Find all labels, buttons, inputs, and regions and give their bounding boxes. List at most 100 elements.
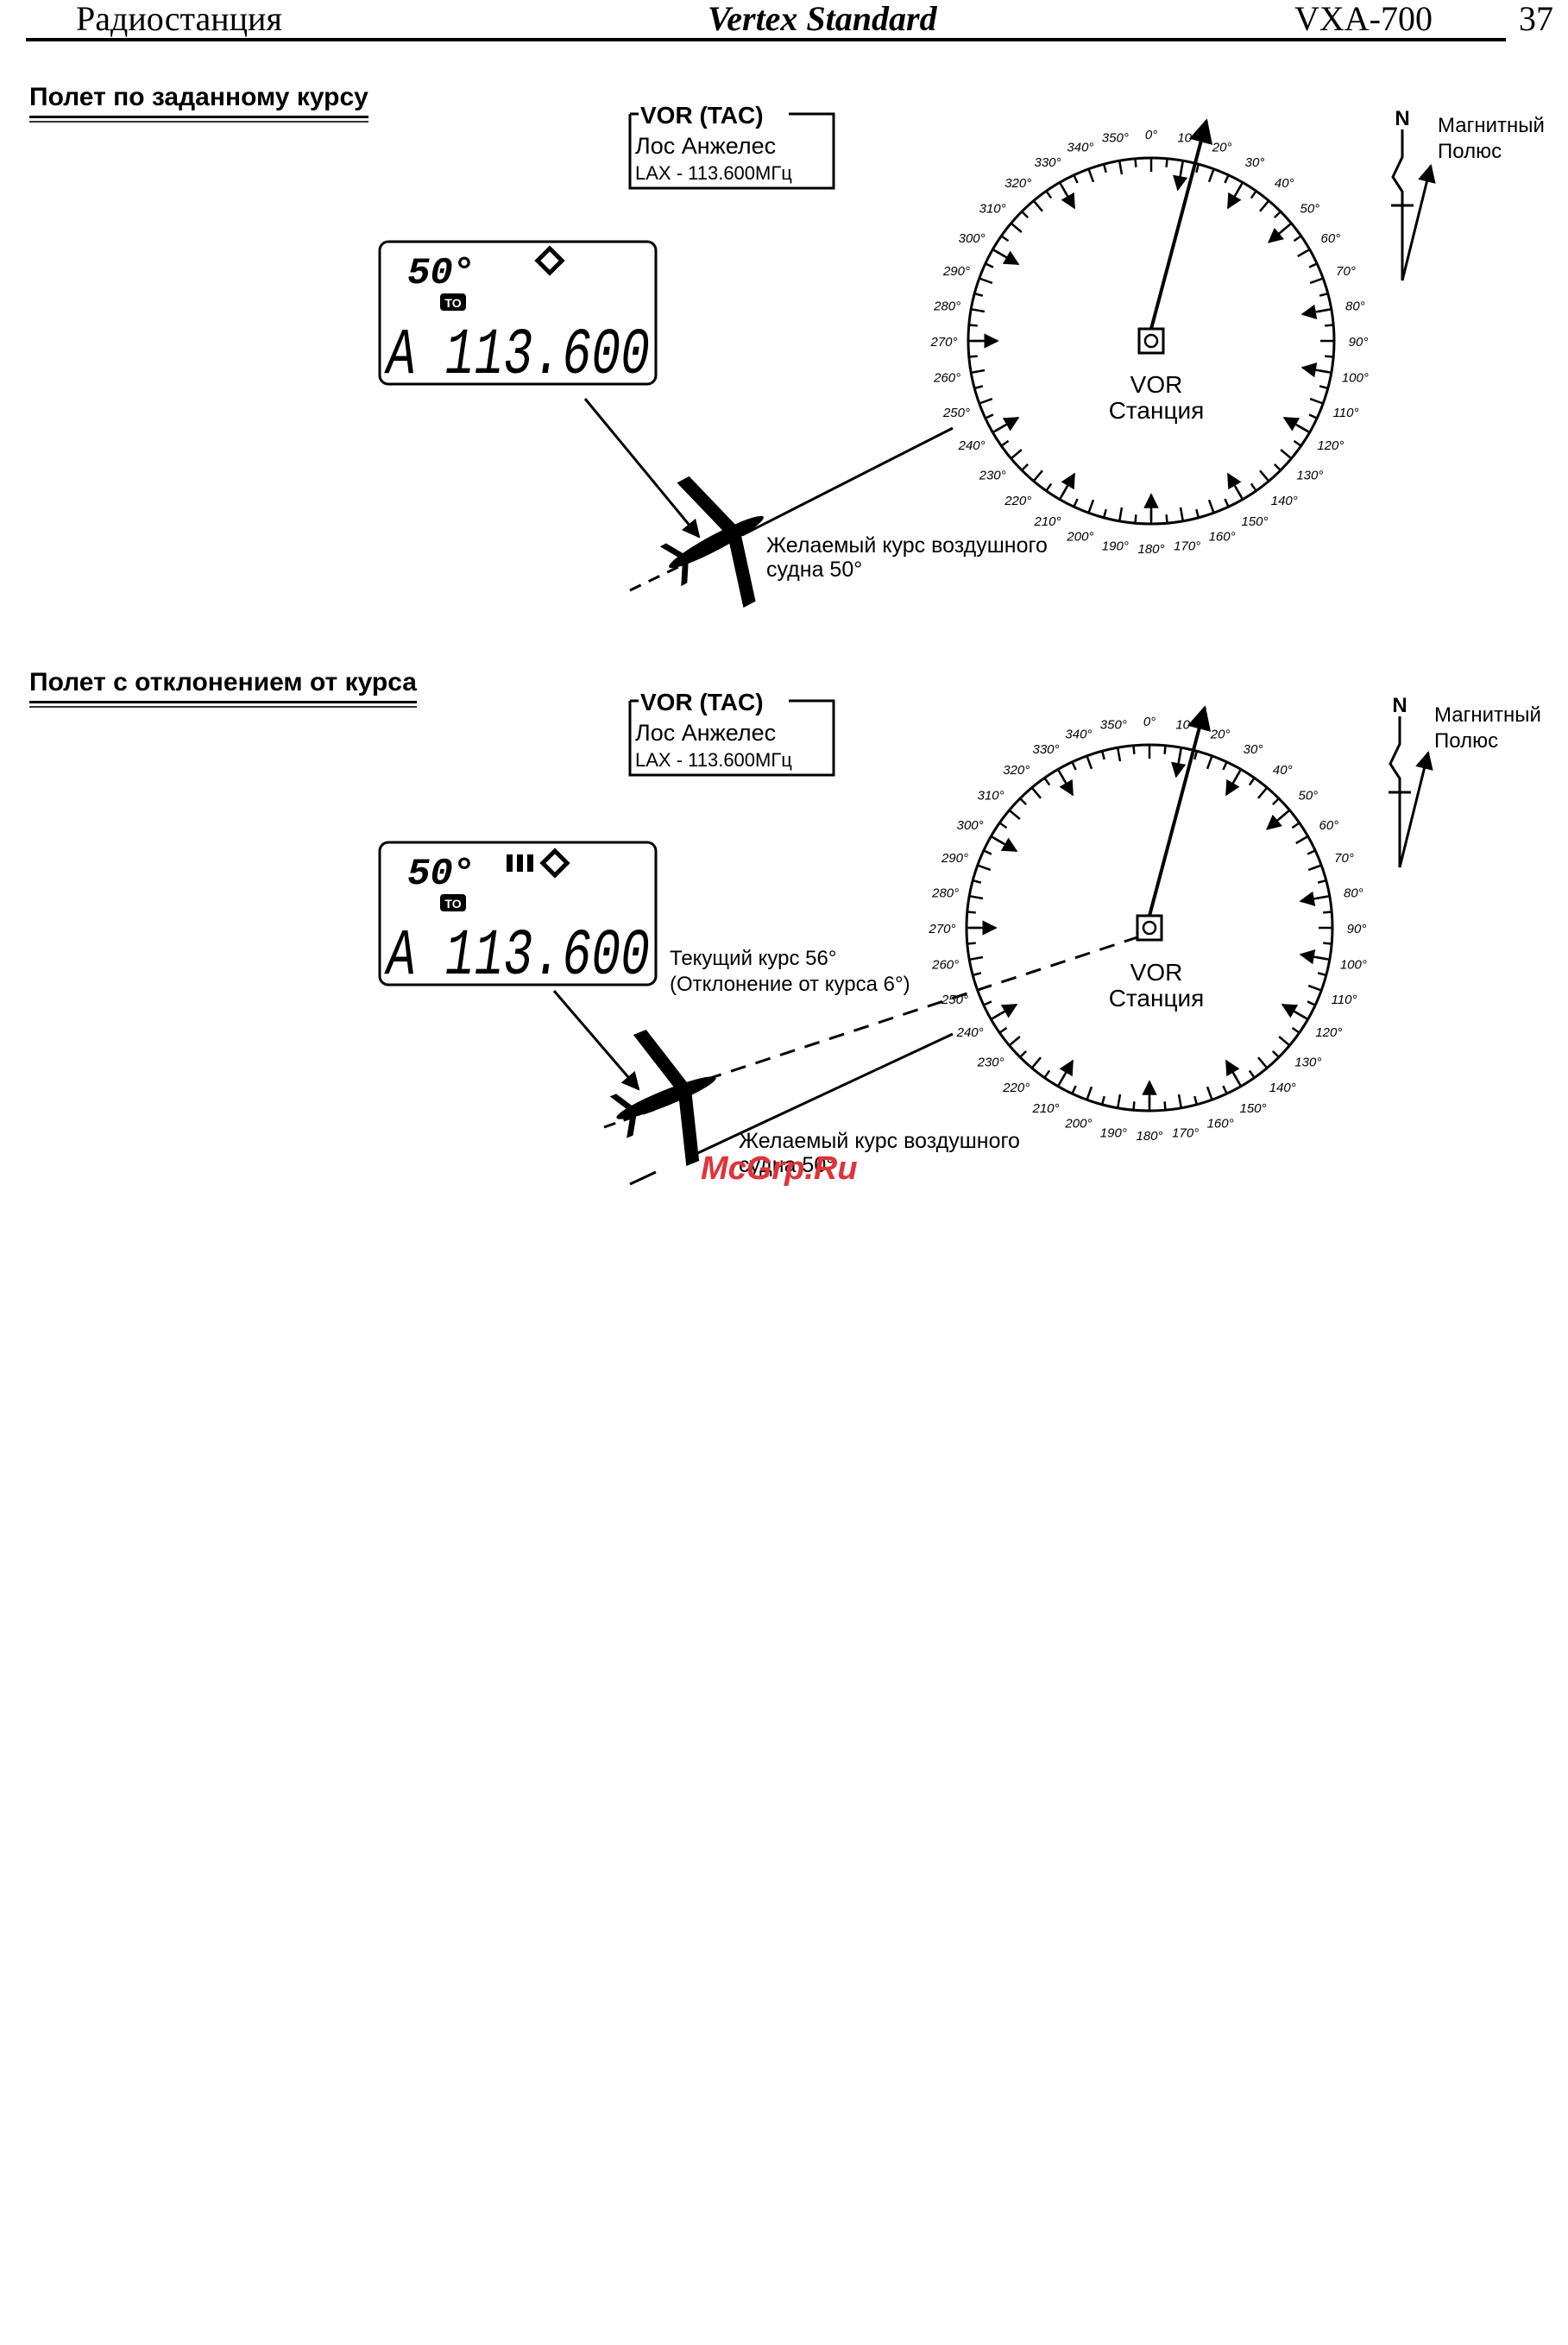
section2-current-course-line2: (Отклонение от курса 6°) xyxy=(670,973,910,996)
section1-compass-tick xyxy=(1250,190,1257,199)
section1-compass-label: 170° xyxy=(1174,539,1200,553)
section2-compass-tick xyxy=(1271,797,1280,806)
section1-compass-pointer-icon xyxy=(1282,416,1307,432)
page-header: Радиостанция Vertex Standard VXA-700 37 xyxy=(0,0,1568,52)
section1-compass-tick xyxy=(1073,174,1079,184)
header-rule xyxy=(26,38,1506,41)
section1-course-tail xyxy=(629,564,683,592)
section1-lcd-to-flag-icon xyxy=(440,293,466,311)
section2-lcd-to-flag-icon xyxy=(440,894,466,911)
section2-compass-tick xyxy=(1271,1050,1280,1058)
section1-compass-tick xyxy=(1010,449,1023,460)
section2-compass-tick xyxy=(1248,1069,1256,1079)
section2-compass-tick xyxy=(1307,849,1316,855)
section1-north-letter: N xyxy=(1395,107,1409,130)
section2-compass-label: 250° xyxy=(941,993,968,1007)
section2-compass-label: 260° xyxy=(931,958,959,973)
section1-compass-pointer-icon xyxy=(1060,185,1076,210)
section2-compass-label: 90° xyxy=(1347,922,1367,936)
section1-compass-tick xyxy=(1273,463,1281,471)
section2-compass-tick xyxy=(1193,1095,1199,1106)
section2-compass-tick xyxy=(977,864,992,872)
section2-compass-tick xyxy=(1071,761,1077,771)
section1-station-label-2: Станция xyxy=(1109,397,1205,424)
section1-compass-tick xyxy=(1134,158,1137,167)
section1-compass-tick xyxy=(1259,470,1270,482)
section1-compass-tick xyxy=(1195,163,1200,173)
section2-compass-tick xyxy=(1163,1101,1167,1111)
section2-compass-label: 120° xyxy=(1315,1025,1342,1040)
section2-compass-label: 310° xyxy=(978,789,1004,804)
section1-compass-label: 310° xyxy=(979,202,1006,217)
section1-compass-tick xyxy=(968,355,978,358)
section2-desired-course-line xyxy=(690,1032,954,1158)
section2-compass-tick xyxy=(1307,1000,1316,1006)
section2-lcd-pointer xyxy=(552,990,640,1091)
section1-compass-label: 290° xyxy=(942,264,970,279)
section2-compass-label: 350° xyxy=(1100,718,1127,733)
section2-desired-course-line2: судна 50° xyxy=(739,1153,834,1177)
section1-compass-tick xyxy=(1118,161,1124,175)
section2-compass-label: 10° xyxy=(1175,718,1195,733)
section2-compass-label: 290° xyxy=(941,851,968,866)
section2-north-label-2: Полюс xyxy=(1434,729,1498,753)
section2-compass-label: 80° xyxy=(1344,886,1363,900)
section2-compass-tick xyxy=(1132,745,1136,754)
section1-compass-label: 180° xyxy=(1137,542,1164,557)
section1-title: Полет по заданному курсу xyxy=(29,85,368,123)
section1-compass-tick xyxy=(1308,413,1318,419)
section2-lcd-to-flag: TO xyxy=(444,897,461,911)
section1-compass-tick xyxy=(973,385,984,390)
section2-compass-label: 50° xyxy=(1299,789,1319,804)
section2-compass-tick xyxy=(1008,1036,1021,1047)
section1-compass-label: 330° xyxy=(1034,155,1061,170)
section1-bearing-arrow xyxy=(1149,118,1213,330)
section2-compass-tick xyxy=(1257,786,1269,799)
section1-compass-label: 260° xyxy=(933,371,960,386)
section2-compass-label: 200° xyxy=(1064,1117,1092,1132)
section1-compass-pointer-icon xyxy=(1300,304,1329,319)
section2-compass-label: 190° xyxy=(1100,1125,1127,1140)
section1-compass-label: 110° xyxy=(1333,406,1359,420)
section2-compass-label: 340° xyxy=(1065,727,1092,741)
section2-compass-pointer-icon xyxy=(1225,772,1241,797)
section1-diagram: VOR (TAC) Лос Анжелес LAX - 113.600МГц 5… xyxy=(378,102,1545,630)
section2-compass-label: 230° xyxy=(977,1055,1004,1069)
section1-compass-label: 60° xyxy=(1321,231,1341,246)
section2-compass-tick xyxy=(972,879,982,884)
section2-compass-tick xyxy=(1206,1086,1213,1100)
section2-lcd-diamond-icon xyxy=(539,848,570,879)
section2-compass-label: 60° xyxy=(1319,818,1339,833)
section1-compass-tick xyxy=(1102,508,1107,519)
section1-compass-label: 100° xyxy=(1342,371,1369,386)
section1-compass-tick xyxy=(985,262,994,268)
section2-compass-tick xyxy=(977,984,992,992)
section2-compass-tick xyxy=(1030,1056,1042,1069)
section2-compass-label: 70° xyxy=(1334,851,1354,866)
section1-compass-tick xyxy=(1102,163,1107,173)
section2-compass-label: 100° xyxy=(1340,958,1367,973)
section2-compass-tick xyxy=(1019,797,1028,806)
section1-compass-tick xyxy=(1308,262,1318,268)
section2-compass-label: 170° xyxy=(1172,1125,1199,1140)
header-doc-type: Радиостанция xyxy=(76,0,282,38)
section1-compass-label: 140° xyxy=(1271,494,1298,508)
section1-compass-tick xyxy=(1207,499,1215,514)
section2-compass-pointer-icon xyxy=(1058,1059,1074,1084)
section1-compass-label: 230° xyxy=(979,468,1006,482)
section1-compass-label: 340° xyxy=(1067,140,1093,154)
section2-compass-label: 150° xyxy=(1239,1101,1266,1116)
section1-compass-tick xyxy=(1032,199,1043,212)
section2-compass-label: 330° xyxy=(1032,742,1059,757)
section1-compass-label: 30° xyxy=(1245,155,1265,170)
section1-north-indicator: N Магнитный Полюс xyxy=(1391,107,1545,281)
section1-desired-course-line1: Желаемый курс воздушного xyxy=(766,533,1048,558)
section1-compass-label: 130° xyxy=(1296,468,1323,482)
section1-compass-label: 220° xyxy=(1004,494,1031,508)
section1-compass-tick xyxy=(1087,499,1095,514)
section1-compass-tick xyxy=(1319,292,1329,297)
section1-compass-pointer-icon xyxy=(1300,362,1329,378)
section1-compass-tick xyxy=(1297,248,1311,258)
section1-compass-pointer-icon xyxy=(1226,472,1243,497)
section2-north-indicator: N Магнитный Полюс xyxy=(1389,694,1541,868)
